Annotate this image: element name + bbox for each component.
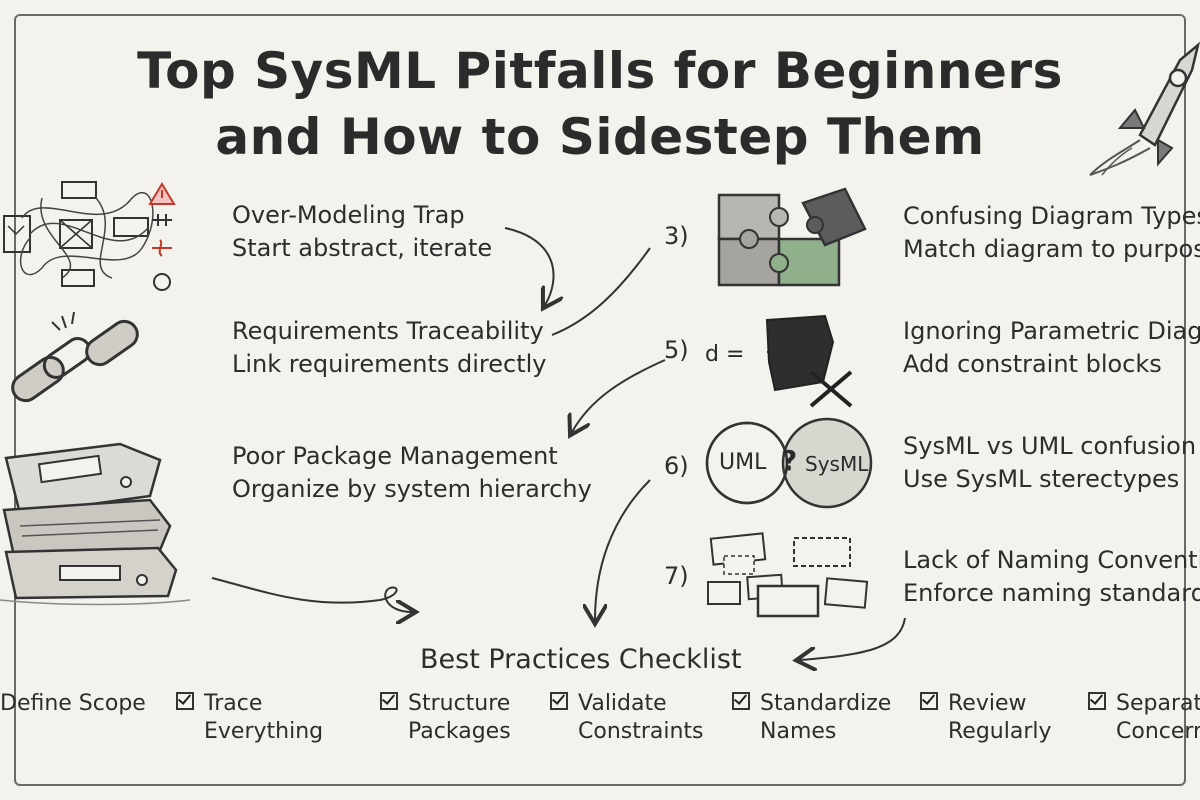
parametric-scribble-icon: d = xyxy=(705,312,865,412)
checklist-item-label-2: Constraints xyxy=(578,719,704,744)
page-title: Top SysML Pitfalls for Beginners and How… xyxy=(60,38,1140,170)
checklist-item-label: Review xyxy=(948,691,1027,716)
title-line-2: and How to Sidestep Them xyxy=(215,108,985,166)
pitfall-tip: Add constraint blocks xyxy=(903,350,1162,378)
pitfall-over-modeling: Over-Modeling Trap Start abstract, itera… xyxy=(232,199,492,265)
puzzle-icon xyxy=(715,185,870,290)
stacked-binders-icon xyxy=(0,430,191,606)
pitfall-tip: Link requirements directly xyxy=(232,350,547,378)
checklist-item-label-2: Names xyxy=(760,719,837,744)
pitfall-tip: Start abstract, iterate xyxy=(232,234,493,262)
pitfall-title: Ignoring Parametric Diag xyxy=(903,317,1200,345)
checklist-item-define-scope: Define Scope xyxy=(0,690,146,718)
tangled-diagram-icon xyxy=(2,178,182,298)
pitfall-title: Requirements Traceability xyxy=(232,317,544,345)
scattered-boxes-icon xyxy=(702,530,882,620)
venn-left-label: UML xyxy=(719,450,767,475)
checklist-item-label: Trace xyxy=(204,691,263,716)
venn-center-label: ? xyxy=(781,444,798,477)
pitfall-number-7: 7) xyxy=(664,562,689,590)
pitfall-title: Confusing Diagram Types xyxy=(903,202,1200,230)
parametric-equation: d = xyxy=(705,342,745,367)
pitfall-naming: Lack of Naming Conventi Enforce naming s… xyxy=(903,544,1200,610)
pitfall-title: SysML vs UML confusion xyxy=(903,432,1197,460)
pitfall-parametric: Ignoring Parametric Diag Add constraint … xyxy=(903,315,1200,381)
checkbox-icon xyxy=(732,692,750,710)
checkbox-icon xyxy=(1088,692,1106,710)
pitfall-tip: Organize by system hierarchy xyxy=(232,475,592,503)
pitfall-requirements-traceability: Requirements Traceability Link requireme… xyxy=(232,315,546,381)
pitfall-title: Poor Package Management xyxy=(232,442,558,470)
checklist-item-label: Structure xyxy=(408,691,511,716)
checkbox-icon xyxy=(380,692,398,710)
pitfall-number-3: 3) xyxy=(664,222,689,250)
checkbox-icon xyxy=(550,692,568,710)
checklist-item-label-2: Packages xyxy=(408,719,511,744)
checklist-item-label-2: Everything xyxy=(204,719,324,744)
checklist-item-label: Define Scope xyxy=(0,691,146,716)
sketch-frame xyxy=(14,14,1186,786)
checklist-item-label: Validate xyxy=(578,691,667,716)
venn-right-label: SysML xyxy=(805,452,869,476)
checklist-item-label-2: Regularly xyxy=(948,719,1052,744)
pitfall-tip: Enforce naming standards xyxy=(903,579,1200,607)
pitfall-sysml-vs-uml: SysML vs UML confusion Use SysML sterect… xyxy=(903,430,1196,496)
pitfall-tip: Use SysML sterectypes xyxy=(903,465,1180,493)
pitfall-number-6: 6) xyxy=(664,452,689,480)
pitfall-title: Over-Modeling Trap xyxy=(232,201,465,229)
checklist-item-label: Standardize xyxy=(760,691,892,716)
pitfall-number-5: 5) xyxy=(664,336,689,364)
pitfall-title: Lack of Naming Conventi xyxy=(903,546,1200,574)
uml-sysml-venn-icon: UML ? SysML xyxy=(705,417,875,509)
pitfall-package-management: Poor Package Management Organize by syst… xyxy=(232,440,592,506)
checklist-title: Best Practices Checklist xyxy=(420,644,742,675)
pitfall-tip: Match diagram to purpose xyxy=(903,235,1200,263)
pitfall-diagram-types: Confusing Diagram Types Match diagram to… xyxy=(903,200,1200,266)
title-line-1: Top SysML Pitfalls for Beginners xyxy=(137,42,1063,100)
checklist-item-label: Separat xyxy=(1116,691,1200,716)
rocket-icon xyxy=(1080,40,1200,180)
broken-chain-icon xyxy=(4,308,154,408)
checkbox-icon xyxy=(920,692,938,710)
checklist-item-label-2: Concern xyxy=(1116,719,1200,744)
checkbox-icon xyxy=(176,692,194,710)
